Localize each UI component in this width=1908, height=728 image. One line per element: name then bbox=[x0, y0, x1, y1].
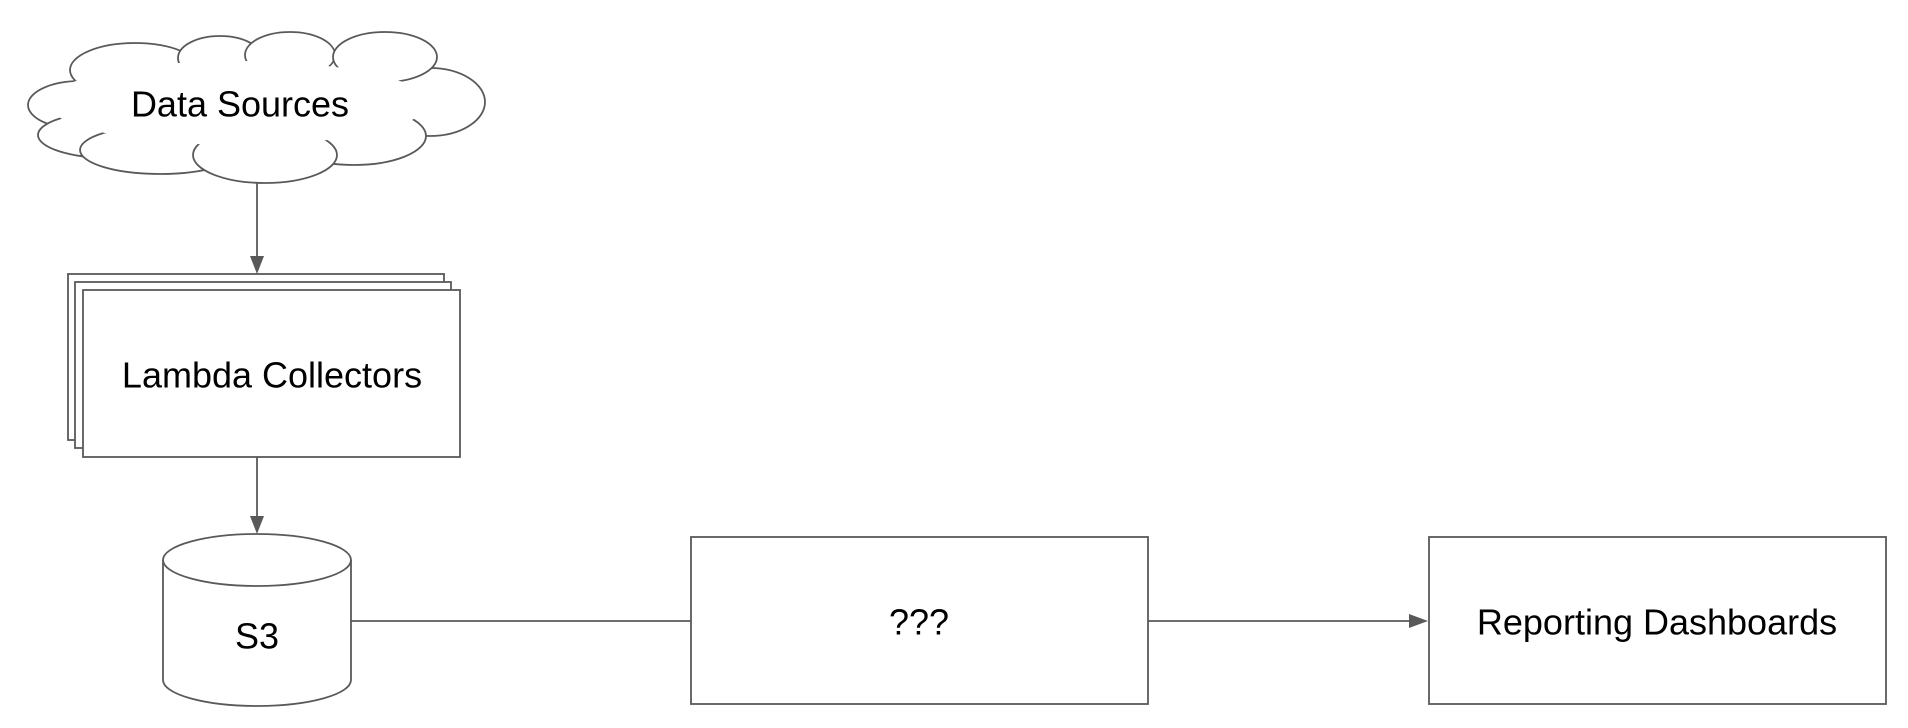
lambda-collectors-node[interactable]: Lambda Collectors bbox=[67, 273, 461, 458]
edge-processor-to-dashboards bbox=[1148, 614, 1428, 628]
edge-data-sources-to-lambda bbox=[250, 182, 264, 274]
reporting-dashboards-node[interactable]: Reporting Dashboards bbox=[1428, 536, 1887, 705]
reporting-dashboards-box bbox=[1428, 536, 1887, 705]
cylinder-top-rim bbox=[162, 559, 352, 587]
unknown-processor-label: ??? bbox=[889, 602, 949, 643]
unknown-processor-box bbox=[690, 536, 1149, 705]
arrowhead-down bbox=[250, 516, 264, 534]
data-sources-label: Data Sources bbox=[131, 84, 349, 125]
arrowhead-down bbox=[250, 256, 264, 274]
s3-node[interactable]: S3 bbox=[162, 533, 352, 707]
edge-lambda-to-s3 bbox=[250, 457, 264, 534]
cylinder-body bbox=[162, 533, 352, 707]
s3-label: S3 bbox=[235, 616, 279, 657]
unknown-processor-node[interactable]: ??? bbox=[690, 536, 1149, 705]
reporting-dashboards-label: Reporting Dashboards bbox=[1477, 602, 1837, 643]
arrowhead-right bbox=[1409, 614, 1428, 628]
data-sources-node[interactable]: Data Sources bbox=[27, 31, 486, 184]
lambda-collectors-label: Lambda Collectors bbox=[122, 355, 422, 396]
cloud-shape bbox=[27, 31, 486, 184]
stack-sheet-front bbox=[82, 289, 461, 458]
